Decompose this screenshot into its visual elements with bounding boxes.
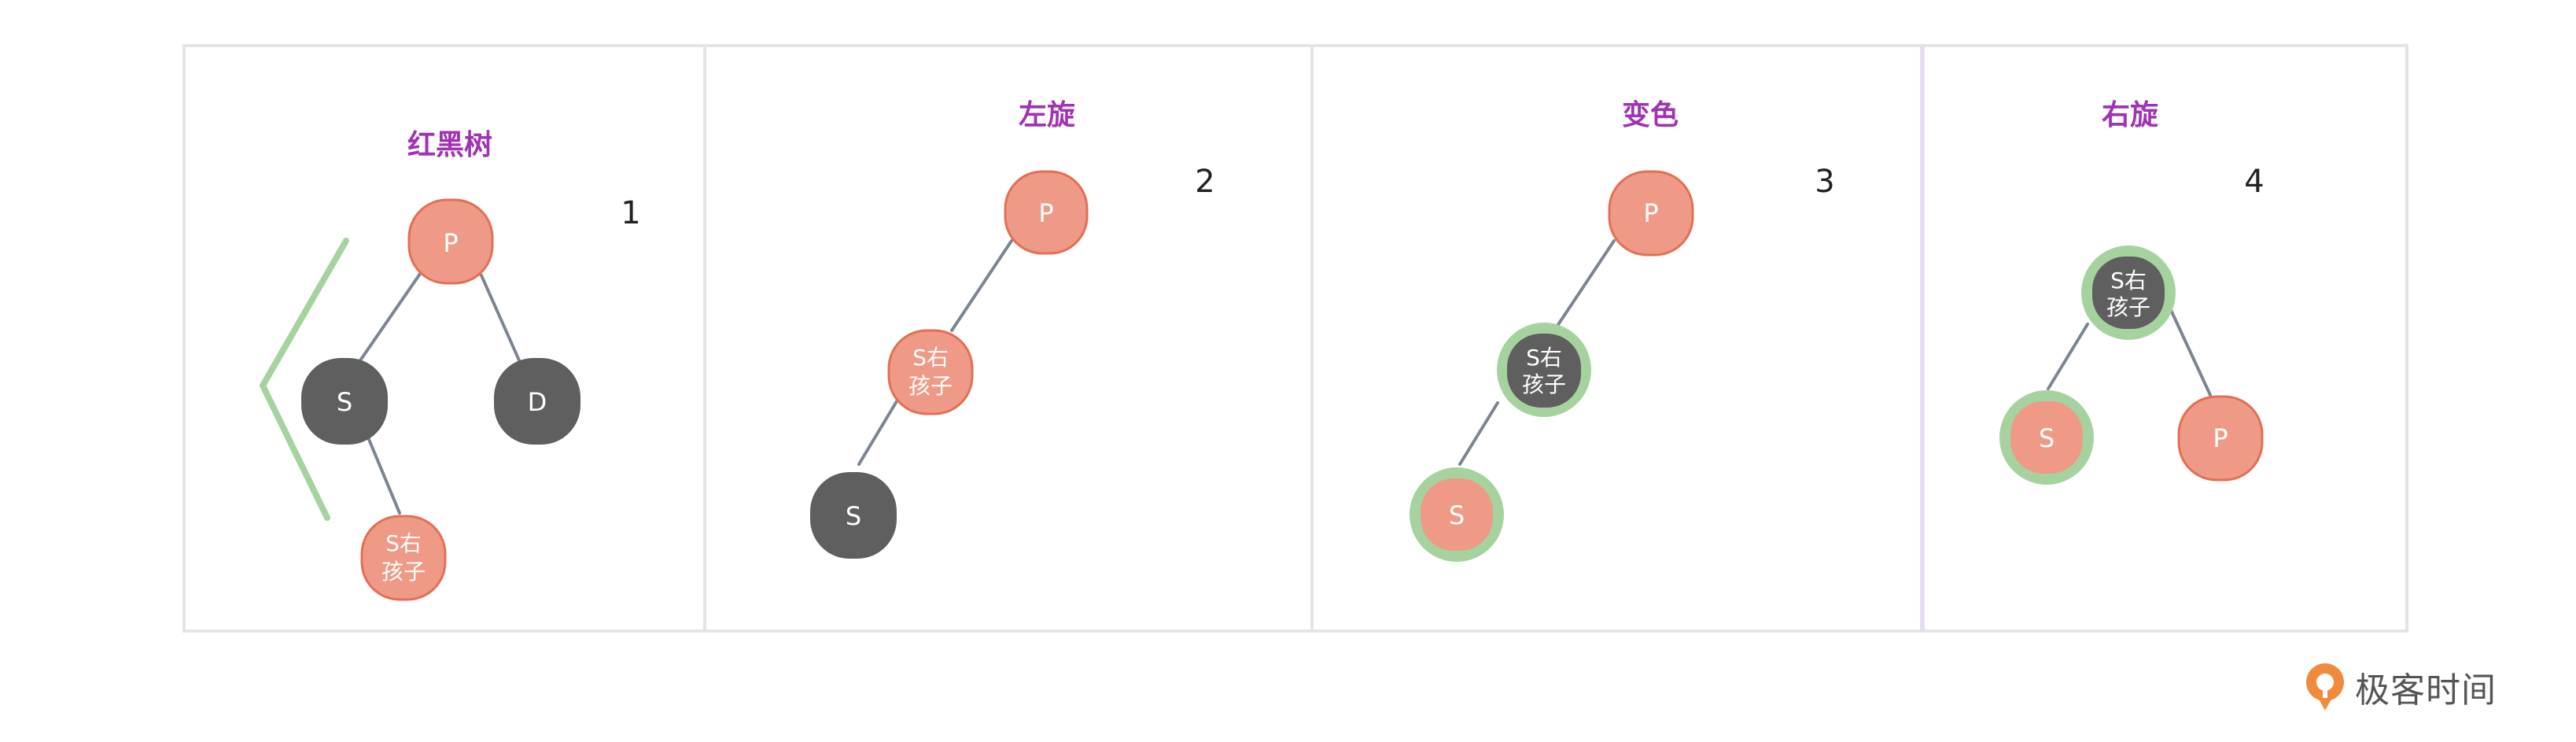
- node-s-right-child-panel-3: S右 孩子: [1497, 323, 1591, 417]
- edge-sr-s-4: [2047, 323, 2089, 390]
- brand-watermark: 极客时间: [2303, 659, 2497, 714]
- edge-p-d-1: [480, 274, 521, 362]
- node-label-line-1: S右: [1526, 345, 1562, 371]
- panel-2-number: 2: [1195, 164, 1214, 200]
- edge-p-s-1: [359, 272, 422, 362]
- node-s-panel-1: S: [301, 358, 388, 445]
- panel-2-frame: [703, 44, 1314, 633]
- panel-1-number: 1: [621, 195, 640, 231]
- node-s-right-child-panel-1: S右 孩子: [360, 515, 447, 601]
- panel-4-frame: [1921, 44, 2408, 633]
- edge-sr-s-3: [1458, 401, 1499, 466]
- subtree-bracket: [260, 238, 349, 521]
- node-label-line-2: 孩子: [2106, 294, 2150, 320]
- panel-3-number: 3: [1815, 164, 1834, 200]
- panel-3-frame: [1310, 44, 1924, 633]
- brand-text: 极客时间: [2355, 670, 2497, 711]
- node-s-panel-4: S: [1999, 390, 2094, 485]
- node-label-line-1: S右: [912, 345, 949, 371]
- node-label: P: [1038, 198, 1053, 228]
- node-s-panel-2: S: [810, 472, 897, 559]
- node-p-panel-3: P: [1608, 170, 1694, 257]
- panel-1-title: 红黑树: [407, 129, 492, 161]
- node-d-panel-1: D: [494, 358, 580, 445]
- node-label: S: [337, 387, 352, 417]
- geektime-logo-icon: [2306, 663, 2344, 711]
- node-label-line-1: S右: [2110, 268, 2147, 293]
- panel-frames: [182, 44, 2408, 633]
- node-label: D: [528, 387, 547, 417]
- node-s-right-child-panel-4: S右 孩子: [2081, 245, 2176, 340]
- node-label: S: [846, 501, 861, 531]
- node-label: P: [443, 228, 458, 258]
- edge-p-sr-2: [950, 239, 1013, 332]
- edge-sr-s-2: [857, 400, 898, 466]
- node-label: P: [2213, 423, 2228, 453]
- node-label-line-2: 孩子: [1522, 371, 1566, 397]
- node-label: S: [2039, 423, 2055, 453]
- node-label-line-2: 孩子: [908, 373, 953, 399]
- edge-s-sr-1: [367, 436, 401, 515]
- panel-3-title: 变色: [1622, 98, 1679, 131]
- edge-p-sr-3: [1556, 239, 1616, 327]
- tree-edges: [359, 239, 2212, 515]
- node-p-panel-2: P: [1004, 170, 1089, 255]
- node-label-line-1: S右: [385, 530, 422, 556]
- edge-sr-p-4: [2169, 308, 2212, 397]
- panel-2-title: 左旋: [1019, 99, 1075, 131]
- node-label: S: [1449, 500, 1465, 530]
- node-s-panel-3: S: [1410, 467, 1504, 562]
- panel-4-title: 右旋: [2102, 99, 2158, 131]
- node-label: P: [1643, 198, 1658, 228]
- node-label-line-2: 孩子: [381, 559, 426, 585]
- panel-4-number: 4: [2244, 164, 2264, 200]
- node-p-panel-4: P: [2177, 395, 2264, 482]
- node-s-right-child-panel-2: S右 孩子: [887, 329, 974, 415]
- node-p-panel-1: P: [407, 198, 494, 285]
